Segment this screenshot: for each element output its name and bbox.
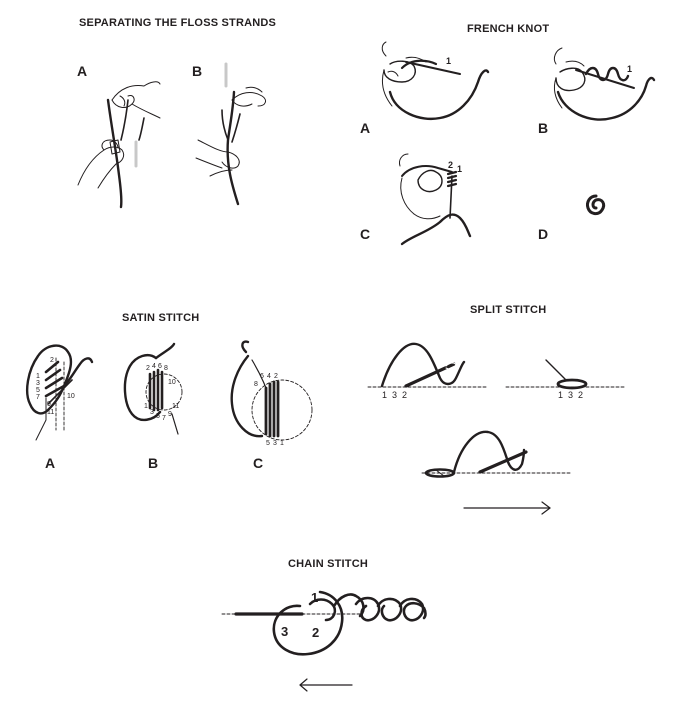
satin-b-num-11: 11 [172, 403, 179, 410]
chain-stitch-point-3: 3 [281, 624, 288, 639]
satin-a-num-10: 10 [67, 393, 75, 400]
satin-b-num-2: 2 [146, 365, 150, 372]
french-knot-panel-a-drawing [381, 41, 490, 121]
split-stitch-right-drawing [505, 359, 627, 390]
split-stitch-left-numbers: 1 3 2 [382, 390, 407, 400]
french-knot-finished-knot [586, 194, 606, 216]
satin-panel-a-drawing [26, 344, 94, 441]
chain-stitch-drawing [221, 590, 427, 656]
split-stitch-left-drawing [367, 342, 487, 388]
satin-panel-a-label: A [45, 455, 56, 471]
satin-a-num-9: 9 [47, 401, 51, 408]
satin-stitch-section-title: SATIN STITCH [122, 312, 200, 324]
french-knot-a-point-1: 1 [446, 56, 451, 66]
french-knot-panel-b-label: B [538, 120, 549, 136]
floss-panel-b-label: B [192, 63, 203, 79]
satin-a-num-11: 11 [47, 409, 54, 416]
satin-b-num-3: 3 [150, 409, 154, 416]
satin-c-num-3: 3 [273, 440, 277, 447]
satin-panel-c-drawing [230, 340, 313, 441]
french-knot-panel-c-drawing [399, 153, 472, 246]
satin-c-num-8: 8 [254, 381, 258, 388]
satin-a-num-7: 7 [36, 394, 40, 401]
satin-panel-c-label: C [253, 455, 264, 471]
chain-stitch-section-title: CHAIN STITCH [288, 558, 369, 570]
french-knot-b-point-1: 1 [627, 64, 632, 74]
satin-a-num-3: 3 [36, 380, 40, 387]
french-knot-panel-d-label: D [538, 226, 549, 242]
french-knot-c-point-2: 2 [448, 160, 453, 170]
satin-c-num-6: 6 [260, 373, 264, 380]
satin-b-num-9: 9 [168, 411, 172, 418]
satin-a-num-5: 5 [36, 387, 40, 394]
satin-a-num-2: 2 [50, 357, 54, 364]
satin-b-num-10: 10 [168, 379, 176, 386]
satin-b-num-6: 6 [158, 363, 162, 370]
split-stitch-right-numbers: 1 3 2 [558, 390, 583, 400]
french-knot-panel-c-label: C [360, 226, 371, 242]
satin-c-num-4: 4 [267, 373, 271, 380]
chain-stitch-direction-arrow [299, 678, 353, 692]
satin-panel-b-drawing [123, 342, 183, 435]
floss-panel-a-label: A [77, 63, 88, 79]
split-stitch-section-title: SPLIT STITCH [470, 304, 547, 316]
satin-b-num-4: 4 [152, 363, 156, 370]
floss-section-title: SEPARATING THE FLOSS STRANDS [79, 17, 277, 29]
floss-panel-a-drawing [77, 81, 161, 209]
satin-b-num-5: 5 [156, 413, 160, 420]
chain-stitch-point-2: 2 [312, 625, 319, 640]
satin-c-num-1: 1 [280, 440, 284, 447]
chain-stitch-point-1: 1 [311, 590, 318, 605]
satin-c-num-5: 5 [266, 440, 270, 447]
floss-panel-b-drawing [195, 62, 266, 206]
french-knot-panel-a-label: A [360, 120, 371, 136]
satin-a-num-1: 1 [36, 373, 40, 380]
french-knot-panel-b-drawing [553, 47, 656, 121]
french-knot-c-point-1: 1 [457, 164, 462, 174]
satin-b-num-8: 8 [164, 365, 168, 372]
satin-c-num-2: 2 [274, 373, 278, 380]
satin-panel-b-label: B [148, 455, 159, 471]
split-stitch-direction-arrow [463, 501, 551, 515]
french-knot-section-title: FRENCH KNOT [467, 23, 550, 35]
satin-b-num-7: 7 [162, 415, 166, 422]
split-stitch-bottom-drawing [421, 430, 573, 478]
satin-b-num-1: 1 [144, 403, 148, 410]
